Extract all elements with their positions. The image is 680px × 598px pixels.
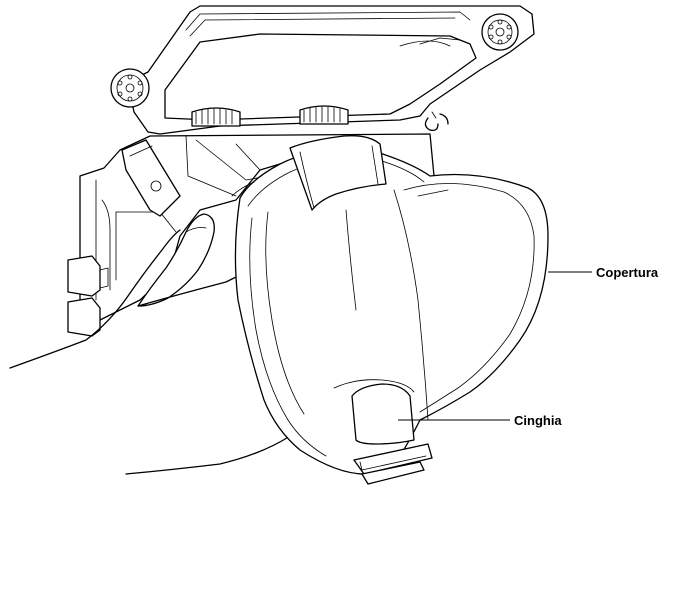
strap-label: Cinghia [514, 413, 562, 428]
grip-strap [289, 135, 433, 485]
rosette-right [481, 13, 519, 51]
grip-cover [231, 147, 549, 475]
side-connectors [67, 255, 109, 337]
top-handle [127, 5, 535, 135]
handle-knobs [191, 105, 349, 127]
body-latch [121, 139, 181, 217]
handle-clip [424, 111, 449, 132]
cover-label: Copertura [596, 265, 659, 280]
hand [9, 213, 291, 475]
rosette-left [110, 68, 150, 108]
